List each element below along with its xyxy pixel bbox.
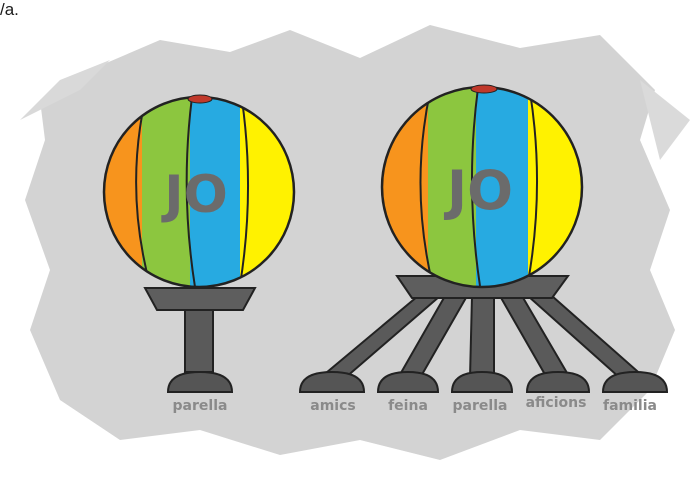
left-label: parella: [173, 398, 228, 414]
right-ball-text: JO: [443, 159, 513, 222]
right-label-feina: feina: [388, 398, 428, 414]
right-label-amics: amics: [310, 398, 355, 414]
right-label-familia: familia: [603, 398, 657, 414]
right-label-parella: parella: [453, 398, 508, 414]
right-label-aficions: aficions: [526, 395, 587, 411]
left-ball-text: JO: [161, 165, 228, 225]
